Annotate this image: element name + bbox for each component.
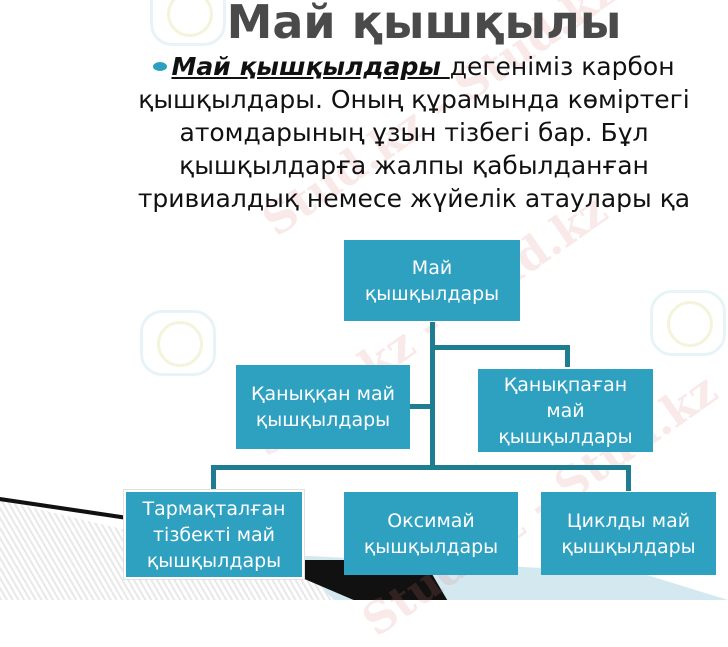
node-unsaturated[interactable]: Қанықпаған май қышқылдары <box>478 369 653 452</box>
watermark-logo-icon <box>140 310 216 376</box>
node-saturated[interactable]: Қаныққан май қышқылдары <box>236 365 410 449</box>
watermark-logo-icon <box>650 290 726 356</box>
node-label: Циклды май қышқылдары <box>561 509 696 558</box>
connector-right-drop <box>565 345 570 367</box>
node-cyclic[interactable]: Циклды май қышқылдары <box>541 492 716 575</box>
node-oxy[interactable]: Оксимай қышқылдары <box>344 492 518 575</box>
node-label: Оксимай қышқылдары <box>363 509 499 558</box>
bullet-paragraph: Май қышқылдары дегеніміз карбон қышқылда… <box>100 50 728 215</box>
node-label: Тармақталған тізбекті май қышқылдары <box>142 497 286 572</box>
connector-left-branch <box>408 404 432 409</box>
definition-text: дегеніміз карбон қышқылдары. Оның құрамы… <box>137 52 691 213</box>
slide-title: Май қышқылы <box>226 0 622 49</box>
connector-right-branch <box>430 345 570 350</box>
node-label: Қанықпаған май қышқылдары <box>498 373 633 448</box>
connector-bottom-bar <box>211 465 631 470</box>
connector-bottom-right-drop <box>626 465 631 491</box>
defined-term: Май қышқылдары <box>171 52 450 81</box>
node-label: Май қышқылдары <box>364 256 500 305</box>
connector-bottom-left-drop <box>211 465 216 491</box>
connector-trunk <box>430 322 435 470</box>
node-root[interactable]: Май қышқылдары <box>344 240 520 321</box>
node-branched-chain[interactable]: Тармақталған тізбекті май қышқылдары <box>123 489 305 580</box>
node-label: Қаныққан май қышқылдары <box>251 383 395 431</box>
bullet-icon <box>153 62 168 71</box>
